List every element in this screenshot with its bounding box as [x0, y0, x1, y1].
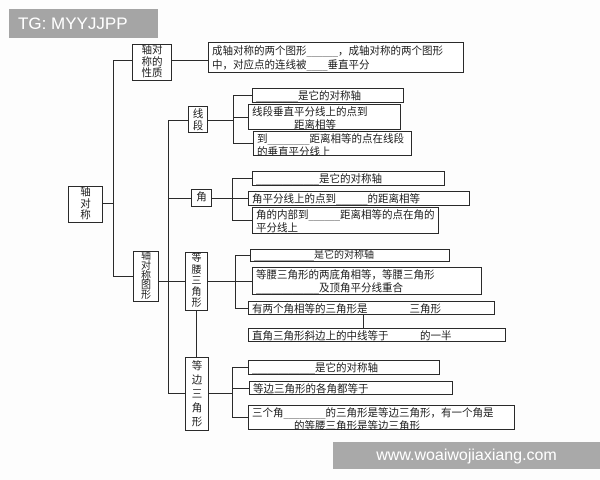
- node-equilateral-triangle: 等边三角形: [185, 357, 209, 431]
- connector-trunk-level2: [168, 120, 169, 393]
- node-equilateral-triangle-label: 等边三角形: [191, 360, 203, 428]
- connector-trunk-to-equilateral: [168, 393, 186, 394]
- node-symmetric-figures: 轴对称图形: [133, 251, 159, 302]
- connector-trunk-to-angle: [168, 198, 191, 199]
- note-isosceles-1: ____________是它的对称轴: [250, 249, 450, 262]
- connector-isosceles-note4: [363, 315, 364, 328]
- note-isosceles-4: 直角三角形斜边上的中线等于______的一半: [248, 328, 506, 342]
- connector-trunk-angle-notes: [232, 178, 233, 220]
- connector-equilateral-note3: [232, 417, 248, 418]
- node-segment-label: 线段: [192, 107, 204, 132]
- connector-segment-note2: [233, 117, 248, 118]
- connector-root-to-trunk: [103, 203, 113, 204]
- connector-trunk-to-segment: [168, 120, 188, 121]
- node-angle-label: 角: [196, 191, 207, 204]
- connector-trunk-to-figures: [113, 276, 133, 277]
- connector-figures-to-isosceles: [159, 281, 185, 282]
- node-symmetry-properties: 轴对称的性质: [132, 44, 172, 81]
- connector-equilateral-node: [209, 393, 232, 394]
- node-axial-symmetry-root: 轴对称: [68, 186, 103, 223]
- watermark-bottom-text: www.woaiwojiaxiang.com: [376, 446, 557, 464]
- node-segment: 线段: [188, 106, 208, 133]
- node-symmetric-figures-label: 轴对称图形: [141, 251, 151, 302]
- connector-trunk-equilateral-notes: [232, 367, 233, 417]
- connector-angle-note3: [232, 220, 252, 221]
- watermark-top-banner: TG: MYYJJPP: [9, 9, 158, 38]
- note-segment-1: ________是它的对称轴: [252, 88, 404, 103]
- note-angle-1: ____________是它的对称轴: [252, 171, 445, 186]
- connector-angle-note1: [232, 178, 252, 179]
- note-angle-2: 角平分线上的点到______的距离相等: [248, 191, 470, 206]
- connector-trunk-segment-notes: [233, 95, 234, 143]
- connector-segment-note3: [233, 143, 253, 144]
- connector-segment-note1: [233, 95, 252, 96]
- note-properties-1: 成轴对称的两个图形______，成轴对称的两个图形中，对应点的连线被____垂直…: [208, 42, 464, 73]
- connector-angle-node: [212, 198, 248, 199]
- note-segment-2: 线段垂直平分线上的点到________距离相等: [248, 104, 401, 130]
- connector-equilateral-note2: [232, 388, 249, 389]
- note-segment-3: 到________距离相等的点在线段的垂直平分线上: [253, 131, 412, 156]
- connector-isosceles-note3: [235, 308, 248, 309]
- note-equilateral-1: ____________是它的对称轴: [248, 360, 440, 375]
- node-isosceles-triangle: 等腰三角形: [185, 252, 208, 311]
- connector-trunk-level1: [113, 60, 114, 276]
- note-isosceles-2: 等腰三角形的两底角相等，等腰三角形____________及顶角平分线重合: [252, 267, 482, 295]
- watermark-bottom-banner: www.woaiwojiaxiang.com: [333, 442, 600, 469]
- connector-properties-to-note: [172, 60, 208, 61]
- node-angle: 角: [191, 189, 212, 207]
- node-axial-symmetry-label: 轴对称: [80, 186, 91, 222]
- connector-isosceles-node: [208, 281, 252, 282]
- watermark-top-text: TG: MYYJJPP: [18, 13, 128, 33]
- connector-isosceles-to-equilateral: [196, 311, 197, 357]
- note-equilateral-2: 等边三角形的各角都等于______: [249, 381, 453, 395]
- note-isosceles-3: 有两个角相等的三角形是________三角形: [248, 301, 495, 315]
- connector-trunk-to-properties: [113, 60, 132, 61]
- note-equilateral-3: 三个角________的三角形是等边三角形，有一个角是________的等腰三角…: [248, 405, 515, 430]
- node-isosceles-triangle-label: 等腰三角形: [191, 253, 202, 310]
- note-angle-3: 角的内部到______距离相等的点在角的平分线上: [252, 207, 439, 234]
- connector-isosceles-note1: [235, 255, 250, 256]
- node-symmetry-properties-label: 轴对称的性质: [141, 44, 163, 80]
- connector-segment-node: [208, 120, 233, 121]
- connector-equilateral-note1: [232, 367, 248, 368]
